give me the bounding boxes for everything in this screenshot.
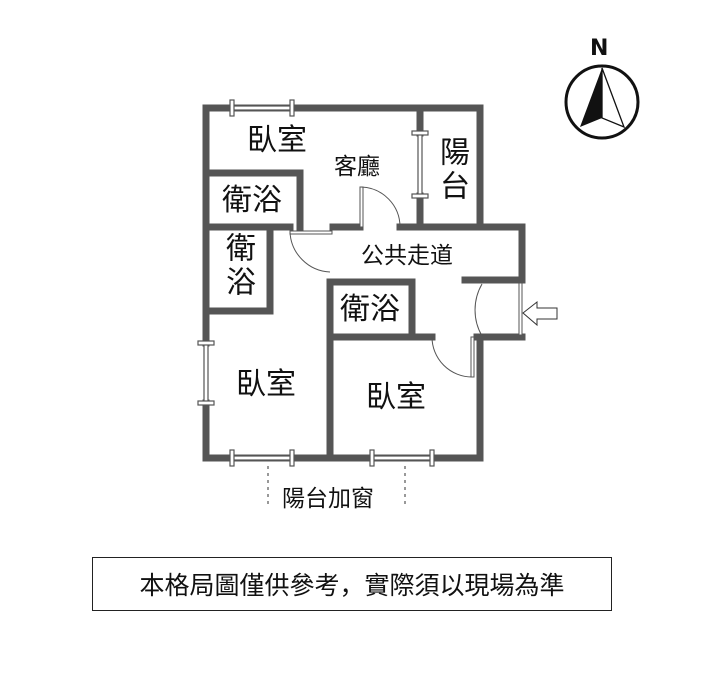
room-bedroom-right: 臥室 (366, 380, 426, 415)
room-bedroom-top: 臥室 (247, 123, 307, 158)
doors (289, 186, 523, 378)
room-bath-top: 衛浴 (222, 183, 282, 218)
compass-icon (564, 64, 640, 140)
room-living-room: 客廳 (334, 154, 380, 180)
compass-north-label: N (590, 36, 609, 61)
disclaimer-text: 本格局圖僅供參考，實際須以現場為準 (139, 571, 565, 600)
balcony-window-label: 陽台加窗 (282, 486, 374, 512)
room-bedroom-left: 臥室 (236, 367, 296, 402)
walls (202, 104, 526, 462)
room-bath-left: 衛浴 (220, 232, 255, 300)
windows (197, 99, 435, 467)
disclaimer-box: 本格局圖僅供參考，實際須以現場為準 (92, 557, 612, 611)
room-bath-middle: 衛浴 (340, 292, 400, 327)
room-corridor: 公共走道 (361, 243, 453, 269)
entrance-arrow-icon (522, 300, 558, 327)
room-balcony: 陽台 (434, 136, 469, 204)
